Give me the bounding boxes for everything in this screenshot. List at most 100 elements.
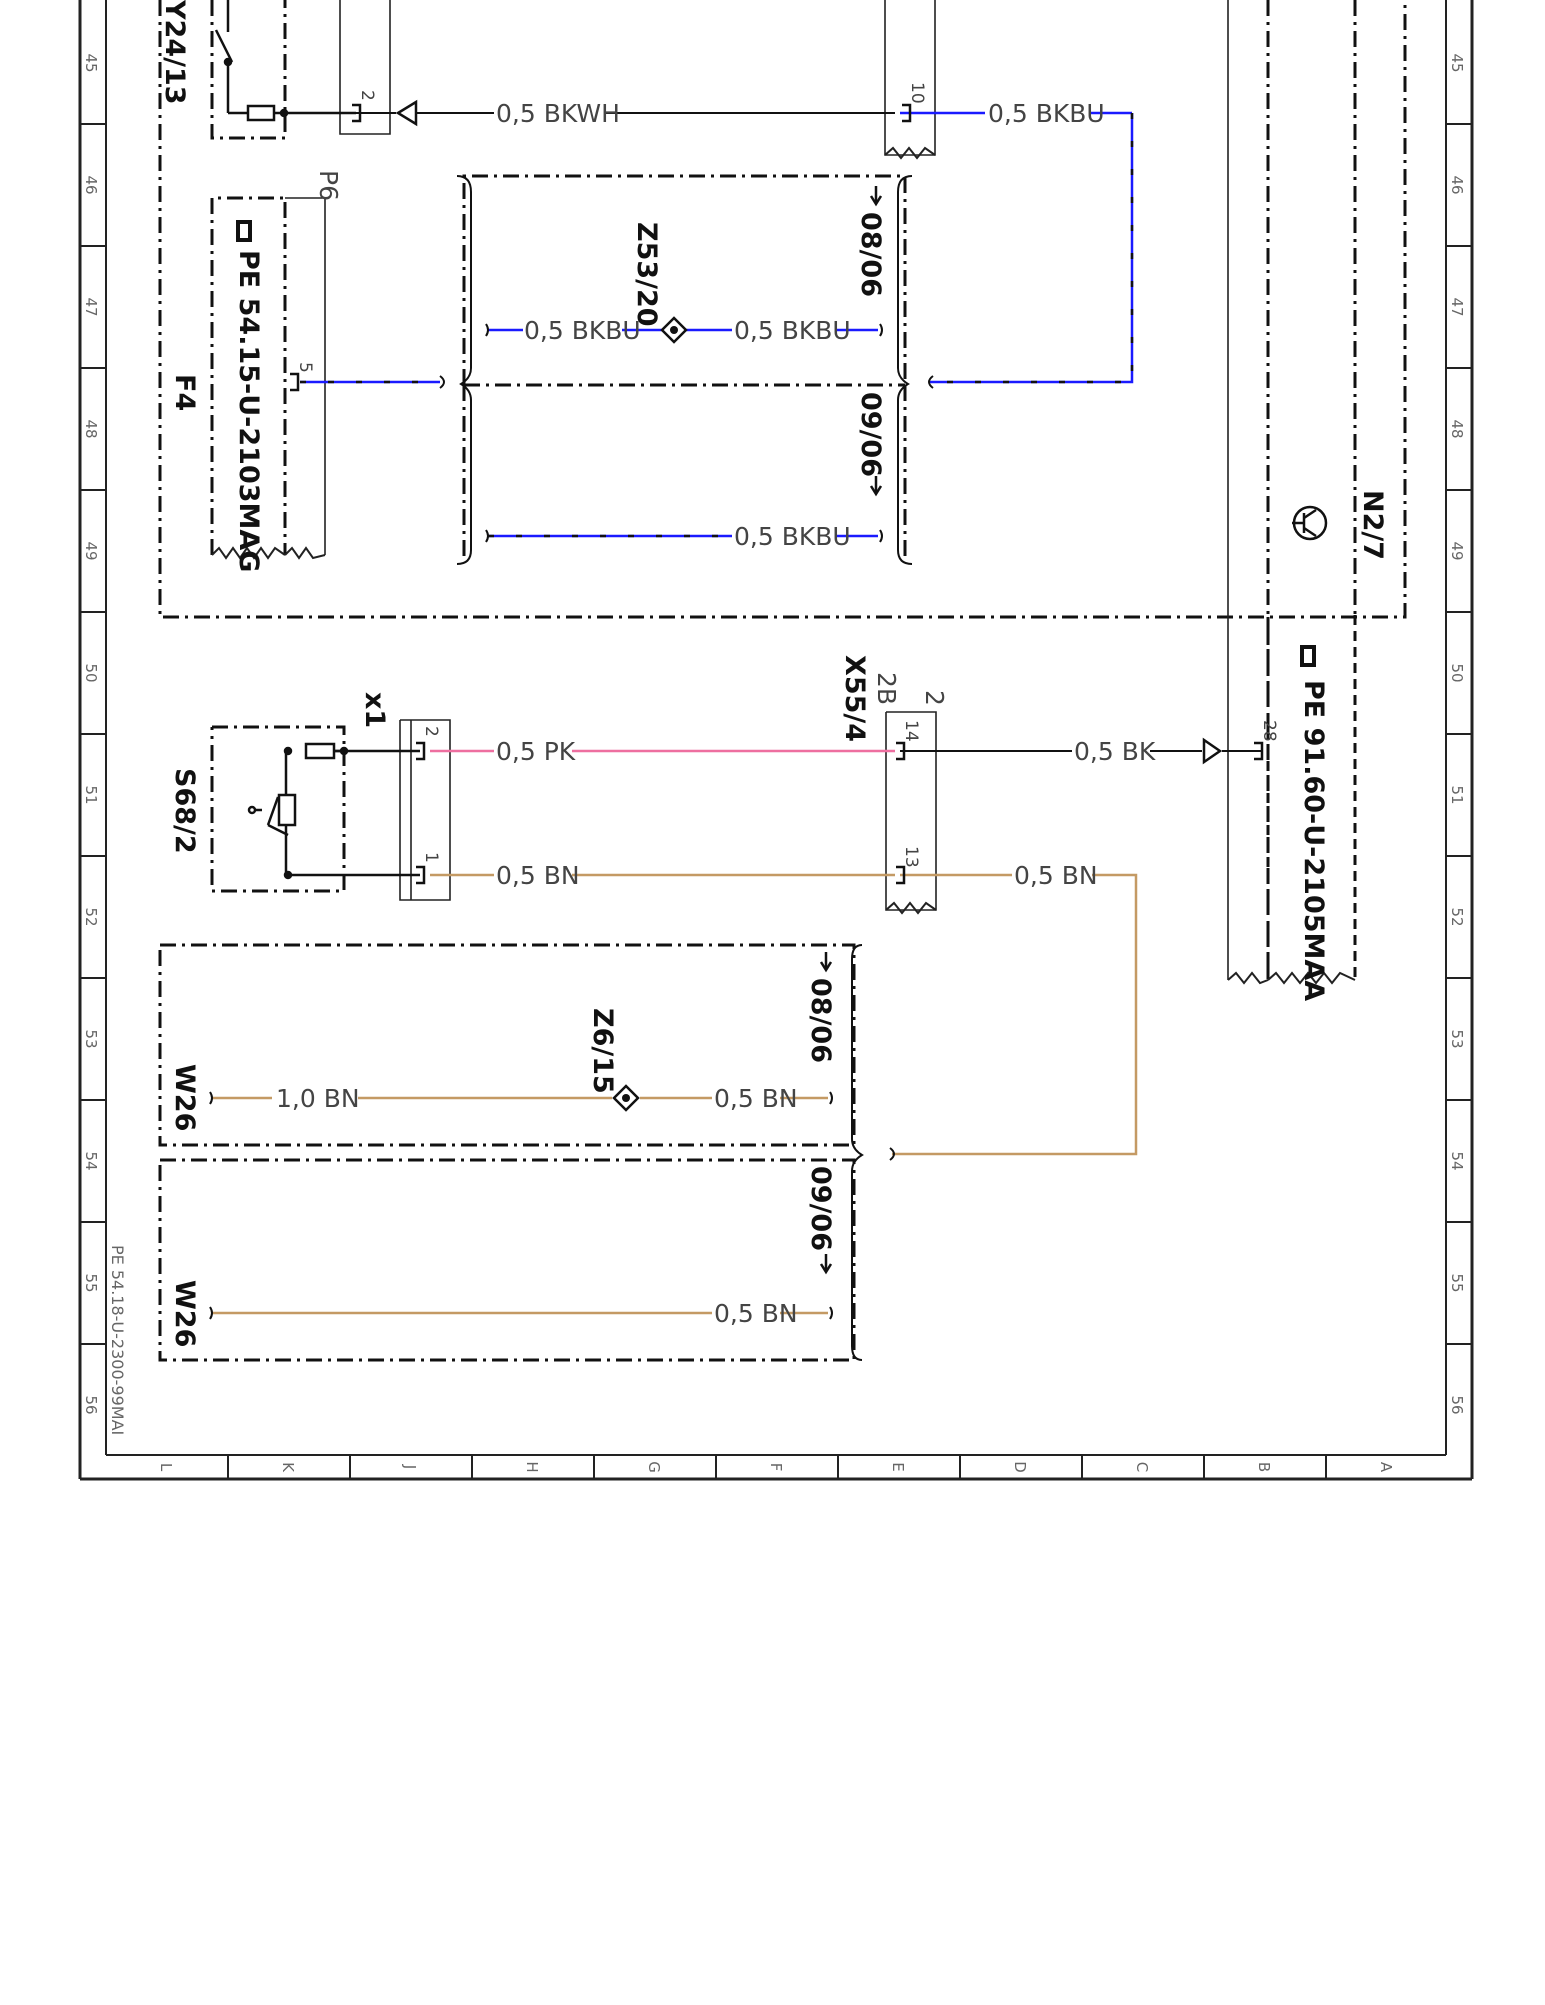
row-number: 49	[82, 541, 100, 560]
pin-number: 13	[901, 846, 921, 868]
row-number: 47	[1448, 297, 1466, 316]
variant-code: 09/06	[805, 1166, 836, 1251]
wire-end-marks	[209, 175, 934, 1361]
wire-label: 1,0 BN	[276, 1084, 360, 1113]
splice-z6-15	[612, 1084, 640, 1112]
column-letter: K	[279, 1462, 297, 1473]
splice-z53-20	[660, 316, 688, 344]
wire-label: 0,5 BN	[714, 1084, 798, 1113]
component-pin-2b: 2B	[872, 672, 901, 705]
pin-number: 10	[907, 82, 927, 104]
row-number: 52	[1448, 907, 1466, 926]
component-label-f4: F4	[169, 374, 200, 411]
row-numbers-left: 45 46 47 48 49 50 51 52 53 54 55 56	[82, 53, 100, 1414]
row-number: 45	[82, 53, 100, 72]
connector-pins	[290, 103, 1264, 885]
wire-label: 0,5 BN	[714, 1299, 798, 1328]
row-number: 49	[1448, 541, 1466, 560]
component-label-z6-15: Z6/15	[587, 1008, 618, 1094]
transistor-icon	[1292, 505, 1328, 541]
pin-number: 2	[421, 726, 441, 737]
row-number: 52	[82, 907, 100, 926]
component-bodies	[285, 0, 1229, 980]
pin-number: 28	[1259, 720, 1279, 742]
s68-2-symbol	[247, 742, 420, 880]
row-number: 55	[82, 1273, 100, 1292]
column-letter: L	[157, 1463, 175, 1472]
component-pin-2: 2	[920, 690, 949, 706]
column-letter: F	[767, 1463, 785, 1472]
wire-bkwh	[356, 99, 895, 127]
wire-bk	[900, 737, 1262, 765]
wire-bkbu-top	[900, 111, 1134, 384]
pin-number: 2	[357, 90, 377, 101]
wire-label: 0,5 BN	[1014, 861, 1098, 890]
component-pin-p6: P6	[314, 170, 343, 201]
component-label-w26-a: W26	[169, 1064, 200, 1131]
pin-number: 5	[295, 362, 315, 373]
pin-number: 1	[421, 852, 441, 863]
reference-hand-icon	[1300, 645, 1316, 667]
reference-hand-icon	[236, 220, 252, 242]
wire-label: 0,5 BKBU	[988, 99, 1105, 128]
column-letter: D	[1011, 1461, 1029, 1473]
drawing-frame	[78, 0, 1474, 1481]
sheet-reference: PE 54.18-U-2300-99MAI	[108, 1245, 127, 1435]
column-letter: C	[1133, 1462, 1151, 1472]
row-number: 48	[82, 419, 100, 438]
variant-code: 08/06	[805, 978, 836, 1063]
zigzag-breaks	[211, 146, 1356, 985]
row-number: 51	[82, 785, 100, 804]
wire-label: 0,5 BKBU	[524, 316, 641, 345]
column-letter: G	[645, 1461, 663, 1473]
column-letter: A	[1377, 1462, 1395, 1473]
component-label-f4-ref: PE 54.15-U-2103MAG	[233, 250, 264, 572]
row-number: 53	[82, 1029, 100, 1048]
row-number: 56	[82, 1395, 100, 1414]
component-label-x55-4: X55/4	[839, 655, 870, 742]
wire-bn	[212, 873, 1138, 1315]
variant-code: 08/06	[855, 212, 886, 297]
row-number: 56	[1448, 1395, 1466, 1414]
row-number: 54	[1448, 1151, 1466, 1170]
row-number: 45	[1448, 53, 1466, 72]
column-letter: J	[401, 1464, 419, 1469]
variant-arrows	[819, 186, 883, 1275]
wire-label: 0,5 BK	[1074, 737, 1156, 766]
component-boundaries	[158, 0, 1407, 1362]
n2-7-inner-bounds	[1266, 615, 1357, 980]
row-number: 50	[1448, 663, 1466, 682]
wire-label: 0,5 BKBU	[734, 316, 851, 345]
component-label-y24-13: Y24/13	[159, 0, 190, 105]
variant-code: 09/06	[855, 392, 886, 477]
wire-label: 0,5 BKWH	[496, 99, 620, 128]
row-number: 51	[1448, 785, 1466, 804]
wire-label: 0,5 PK	[496, 737, 576, 766]
component-label-z53-20: Z53/20	[631, 222, 662, 327]
row-number: 48	[1448, 419, 1466, 438]
pin-number: 14	[901, 720, 921, 742]
wire-label: 0,5 BKBU	[734, 522, 851, 551]
row-number: 53	[1448, 1029, 1466, 1048]
component-label-s68-2: S68/2	[169, 768, 200, 854]
wire-label: 0,5 BN	[496, 861, 580, 890]
column-letter: B	[1255, 1462, 1273, 1472]
row-number: 47	[82, 297, 100, 316]
component-label-n2-7-ref: PE 91.60-U-2105MAA	[1298, 680, 1329, 1001]
row-number: 50	[82, 663, 100, 682]
column-letter: H	[523, 1461, 541, 1472]
row-number: 55	[1448, 1273, 1466, 1292]
component-label-x1: x1	[359, 692, 390, 728]
y24-13-symbol	[214, 0, 356, 122]
row-number: 54	[82, 1151, 100, 1170]
component-label-n2-7: N2/7	[1357, 490, 1388, 560]
component-label-w26-b: W26	[169, 1280, 200, 1347]
wire-z53-inner	[488, 328, 878, 538]
column-letter: E	[889, 1462, 907, 1471]
row-numbers-right: 45 46 47 48 49 50 51 52 53 54 55 56	[1448, 53, 1466, 1414]
column-letters: L K J H G F E D C B A	[157, 1461, 1395, 1473]
row-number: 46	[1448, 175, 1466, 194]
row-number: 46	[82, 175, 100, 194]
